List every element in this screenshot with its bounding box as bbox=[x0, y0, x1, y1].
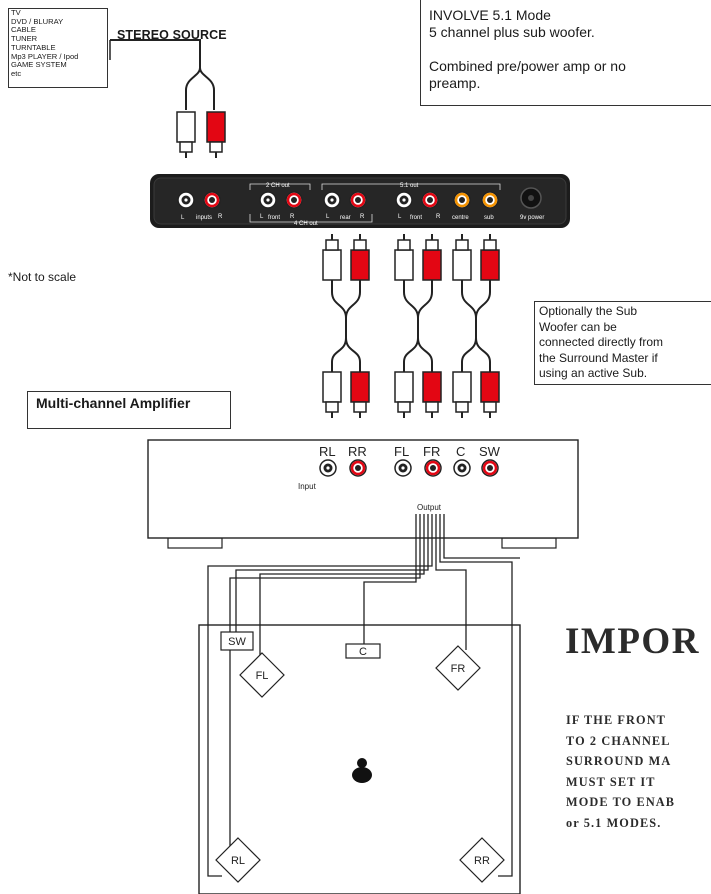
label-left-input: L bbox=[181, 215, 185, 221]
surround-cables bbox=[322, 233, 500, 419]
not-to-scale-note: *Not to scale bbox=[8, 270, 77, 284]
label-sub: sub bbox=[484, 215, 494, 221]
optional-note-line: connected directly from bbox=[539, 335, 664, 350]
label-front-2ch: front bbox=[268, 215, 280, 221]
warning-line: or 5.1 MODES. bbox=[566, 815, 662, 830]
speaker-c: C bbox=[359, 646, 367, 658]
speaker-wiring bbox=[207, 514, 520, 877]
optional-note-line: the Surround Master if bbox=[539, 350, 658, 365]
warning-line: MODE TO ENAB bbox=[566, 795, 676, 810]
label-51-out: 5.1 out bbox=[400, 183, 419, 189]
warning-line: TO 2 CHANNEL bbox=[566, 733, 671, 748]
source-item: CABLE bbox=[11, 25, 36, 35]
amplifier-title-box: Multi-channel Amplifier bbox=[27, 391, 231, 429]
amp-channel-rl: RL bbox=[319, 444, 336, 459]
source-cable bbox=[109, 39, 215, 110]
label-2ch-out: 2 CH out bbox=[266, 183, 290, 189]
mode-description-box: INVOLVE 5.1 Mode 5 channel plus sub woof… bbox=[420, 0, 711, 106]
amp-channel-c: C bbox=[456, 444, 465, 459]
label-right-51: R bbox=[436, 214, 441, 220]
device-labels: 2 CH out 5.1 out 4 CH out inputs L R L f… bbox=[181, 183, 544, 227]
mode-line-3: preamp. bbox=[429, 75, 481, 91]
source-item: TV bbox=[11, 8, 21, 17]
amplifier-title: Multi-channel Amplifier bbox=[36, 395, 191, 411]
speaker-labels: SW FL C FR RL RR bbox=[228, 636, 490, 867]
amplifier-labels: RL RR FL FR C SW Input Output bbox=[298, 444, 501, 512]
source-item: etc bbox=[11, 68, 22, 78]
source-item: DVD / BLURAY bbox=[11, 16, 64, 26]
label-right-front: R bbox=[290, 214, 295, 220]
label-left-front: L bbox=[260, 214, 264, 220]
label-right-input: R bbox=[218, 214, 223, 220]
mode-line-1: 5 channel plus sub woofer. bbox=[429, 24, 595, 40]
warning-line: MUST SET IT bbox=[566, 774, 656, 789]
source-item: TURNTABLE bbox=[11, 42, 56, 52]
amp-channel-fl: FL bbox=[394, 444, 409, 459]
surround-master-device bbox=[150, 174, 570, 228]
optional-note-line: using an active Sub. bbox=[539, 366, 648, 381]
optional-note-line: Optionally the Sub bbox=[539, 304, 638, 318]
label-4ch-out: 4 CH out bbox=[294, 221, 318, 227]
label-power: 9v power bbox=[520, 215, 544, 221]
speaker-fr: FR bbox=[451, 663, 466, 675]
amplifier-unit bbox=[147, 439, 579, 549]
listening-room bbox=[198, 624, 521, 894]
amp-channel-fr: FR bbox=[423, 444, 440, 459]
warning-line: SURROUND MA bbox=[566, 754, 672, 769]
important-heading: IMPOR bbox=[565, 621, 700, 662]
label-centre: centre bbox=[452, 215, 469, 221]
speaker-fl: FL bbox=[256, 670, 269, 682]
label-rear: rear bbox=[340, 215, 351, 221]
stereo-source-label: STEREO SOURCE bbox=[117, 28, 227, 42]
amp-input-label: Input bbox=[298, 482, 317, 491]
amp-output-label: Output bbox=[417, 503, 442, 512]
important-warning: IF THE FRONT TO 2 CHANNEL SURROUND MA MU… bbox=[566, 710, 675, 834]
stereo-source-list: TV DVD / BLURAY CABLE TUNER TURNTABLE Mp… bbox=[8, 8, 108, 88]
mode-line-2: Combined pre/power amp or no bbox=[429, 58, 626, 74]
label-front-51: front bbox=[410, 215, 422, 221]
source-item: Mp3 PLAYER / Ipod bbox=[11, 51, 79, 61]
source-rca-plugs bbox=[176, 111, 226, 159]
label-left-51: L bbox=[398, 214, 402, 220]
label-right-rear: R bbox=[360, 214, 365, 220]
label-left-rear: L bbox=[326, 214, 330, 220]
mode-title: INVOLVE 5.1 Mode bbox=[429, 7, 551, 23]
speaker-rr: RR bbox=[474, 855, 490, 867]
speaker-sw: SW bbox=[228, 636, 246, 648]
speaker-rl: RL bbox=[231, 855, 245, 867]
source-item: TUNER bbox=[11, 34, 38, 44]
optional-note-line: Woofer can be bbox=[539, 319, 617, 334]
amp-channel-sw: SW bbox=[479, 444, 501, 459]
source-item: GAME SYSTEM bbox=[11, 60, 67, 70]
optional-sub-note: Optionally the Sub Woofer can be connect… bbox=[534, 301, 711, 385]
label-inputs: inputs bbox=[196, 215, 212, 221]
warning-line: IF THE FRONT bbox=[566, 713, 666, 727]
amp-channel-rr: RR bbox=[348, 444, 367, 459]
